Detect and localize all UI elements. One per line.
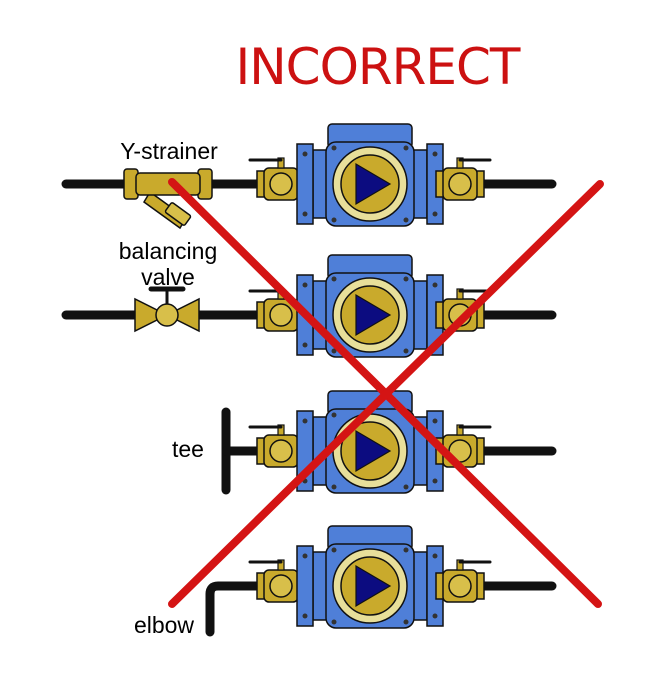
ball-valve-outlet-icon — [435, 288, 492, 332]
label-valve: valve — [141, 264, 195, 290]
pump-icon — [296, 123, 444, 227]
ball-valve-inlet-icon — [248, 157, 306, 201]
pump-icon — [296, 525, 444, 629]
elbow-icon — [205, 581, 273, 637]
row-tee — [221, 390, 557, 495]
label-tee: tee — [172, 436, 204, 462]
incorrect-x-mark — [168, 178, 604, 608]
ball-valve-inlet-icon — [248, 288, 306, 332]
label-balancing: balancing — [118, 238, 218, 264]
row-elbow — [205, 525, 557, 637]
ball-valve-outlet-icon — [435, 157, 492, 201]
balancing-valve-icon — [134, 286, 200, 333]
page-title: INCORRECT — [235, 38, 521, 96]
label-elbow: elbow — [133, 612, 195, 638]
row-balancing-valve — [61, 254, 557, 358]
ball-valve-inlet-icon — [248, 424, 306, 468]
ball-valve-outlet-icon — [435, 559, 492, 603]
y-strainer-icon — [123, 168, 213, 230]
ball-valve-outlet-icon — [435, 424, 492, 468]
ball-valve-inlet-icon — [248, 559, 306, 603]
label-y-strainer: Y-strainer — [120, 138, 218, 164]
pump-icon — [296, 254, 444, 358]
